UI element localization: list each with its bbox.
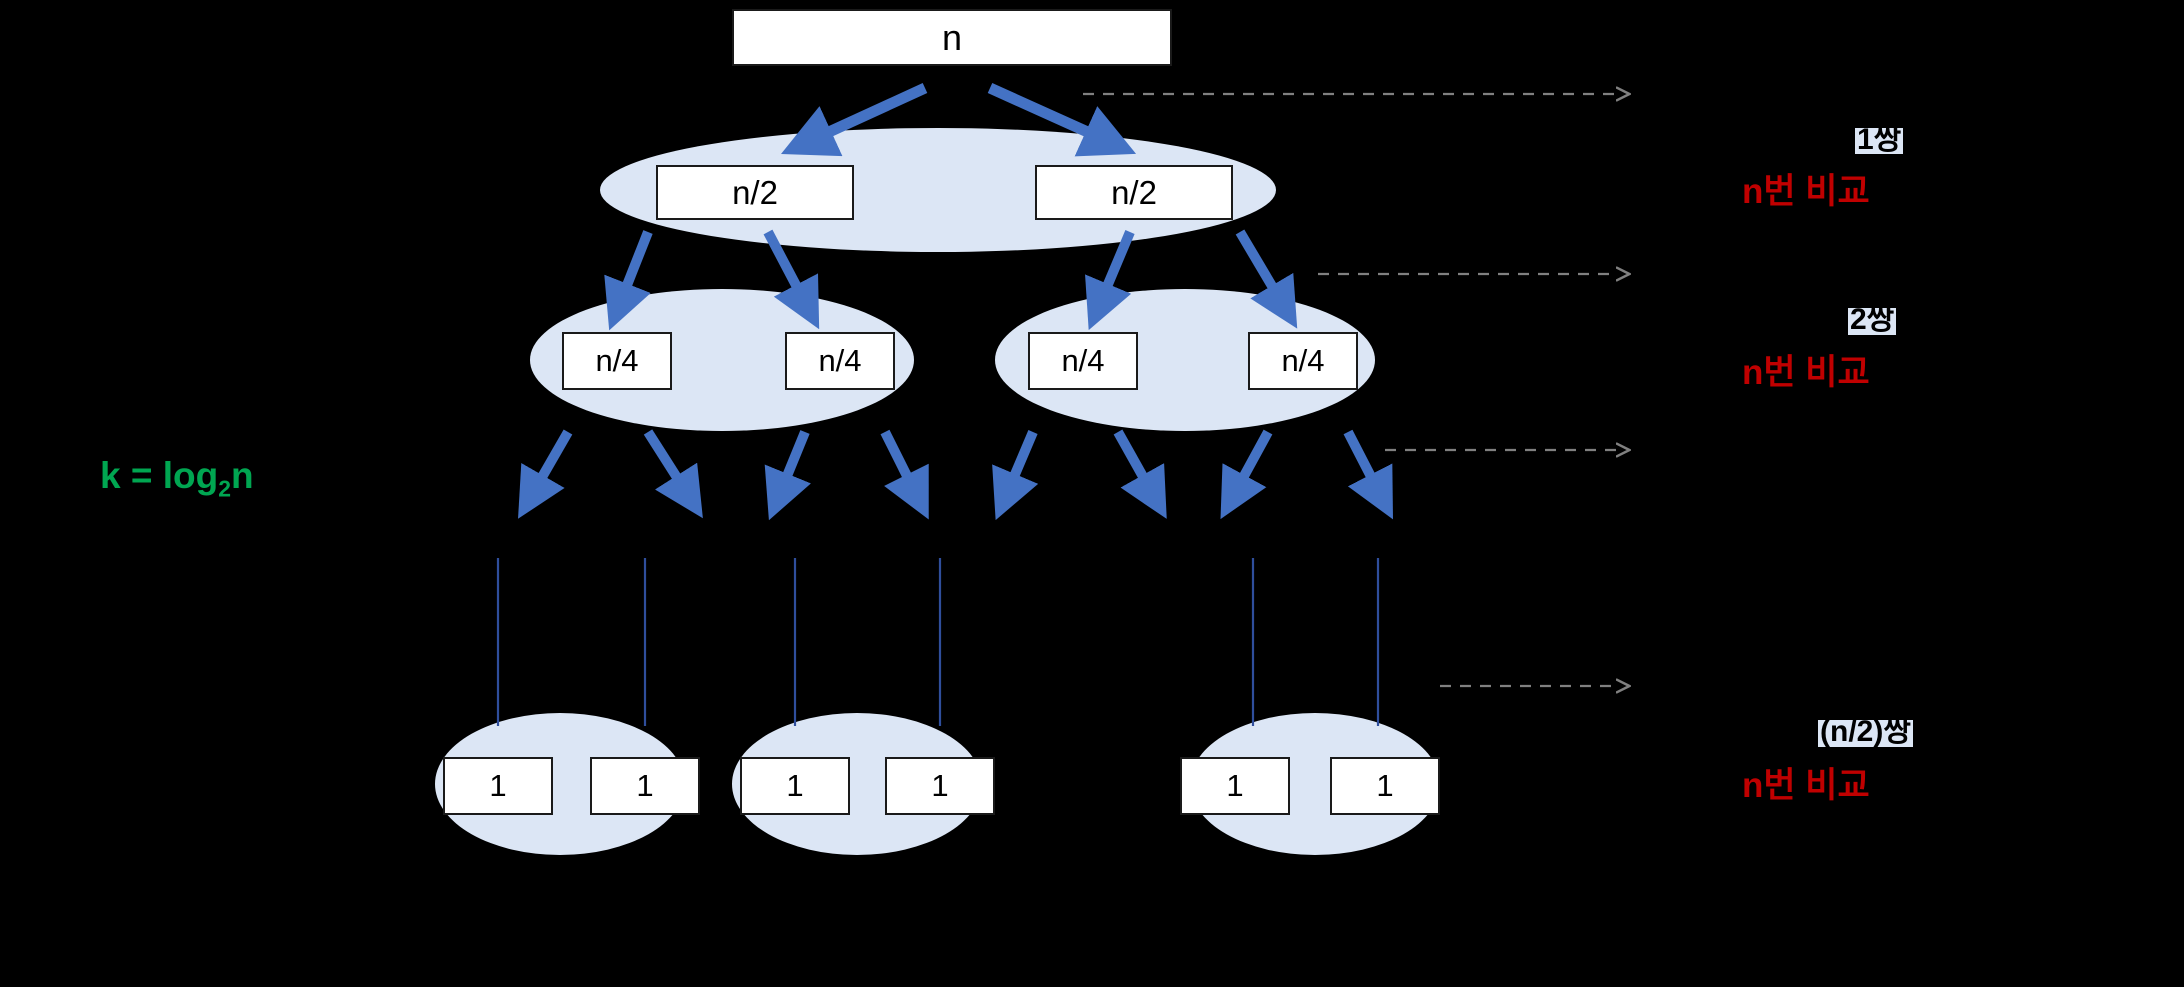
arrow-root-to-right	[987, 82, 1137, 157]
group-ellipse-level2	[600, 128, 1276, 252]
arrow-l2left-to-q1	[604, 230, 653, 331]
node-leaf-5: 1	[1180, 757, 1290, 815]
compare-label-level1: n번 비교	[1742, 172, 1870, 211]
pair-label-level4: (n/2)쌍	[1818, 720, 1913, 747]
arrow-q3-to-leaf-b	[1113, 429, 1167, 519]
arrow-l2right-to-q3	[1085, 230, 1135, 331]
node-leaf-2: 1	[590, 757, 700, 815]
node-quarter-1: n/4	[562, 332, 672, 390]
arrow-l2right-to-q4	[1235, 229, 1298, 329]
depth-formula-subscript: 2	[218, 475, 231, 502]
arrow-l2left-to-q2	[763, 229, 820, 330]
node-quarter-2: n/4	[785, 332, 895, 390]
node-leaf-1: 1	[443, 757, 553, 815]
arrow-q3-to-leaf-a	[992, 430, 1039, 521]
node-half-left: n/2	[656, 165, 854, 220]
arrow-q4-to-leaf-a	[1220, 429, 1273, 520]
arrow-q4-to-leaf-b	[1343, 429, 1393, 520]
arrow-root-to-left	[781, 83, 928, 157]
group-ellipse-leaf-2	[732, 713, 982, 855]
pair-label-level2: 2쌍	[1848, 308, 1897, 335]
node-quarter-3: n/4	[1028, 332, 1138, 390]
compare-label-level2: n번 비교	[1742, 353, 1870, 392]
node-half-right: n/2	[1035, 165, 1233, 220]
depth-formula: k = log2n	[100, 455, 254, 502]
group-ellipse-leaf-3	[1190, 713, 1440, 855]
node-quarter-4: n/4	[1248, 332, 1358, 390]
arrow-q2-to-leaf-b	[880, 429, 929, 520]
node-leaf-3: 1	[740, 757, 850, 815]
arrow-q1-to-leaf-b	[643, 429, 703, 519]
group-ellipse-leaf-1	[435, 713, 685, 855]
node-leaf-4: 1	[885, 757, 995, 815]
arrow-q1-to-leaf-a	[518, 429, 573, 519]
node-leaf-6: 1	[1330, 757, 1440, 815]
pair-label-level1: 1쌍	[1855, 128, 1904, 154]
depth-formula-tail: n	[231, 455, 254, 496]
arrow-q2-to-leaf-a	[764, 430, 811, 521]
node-root: n	[732, 9, 1172, 66]
compare-label-level4: n번 비교	[1742, 766, 1870, 805]
depth-formula-main: k = log	[100, 455, 219, 496]
